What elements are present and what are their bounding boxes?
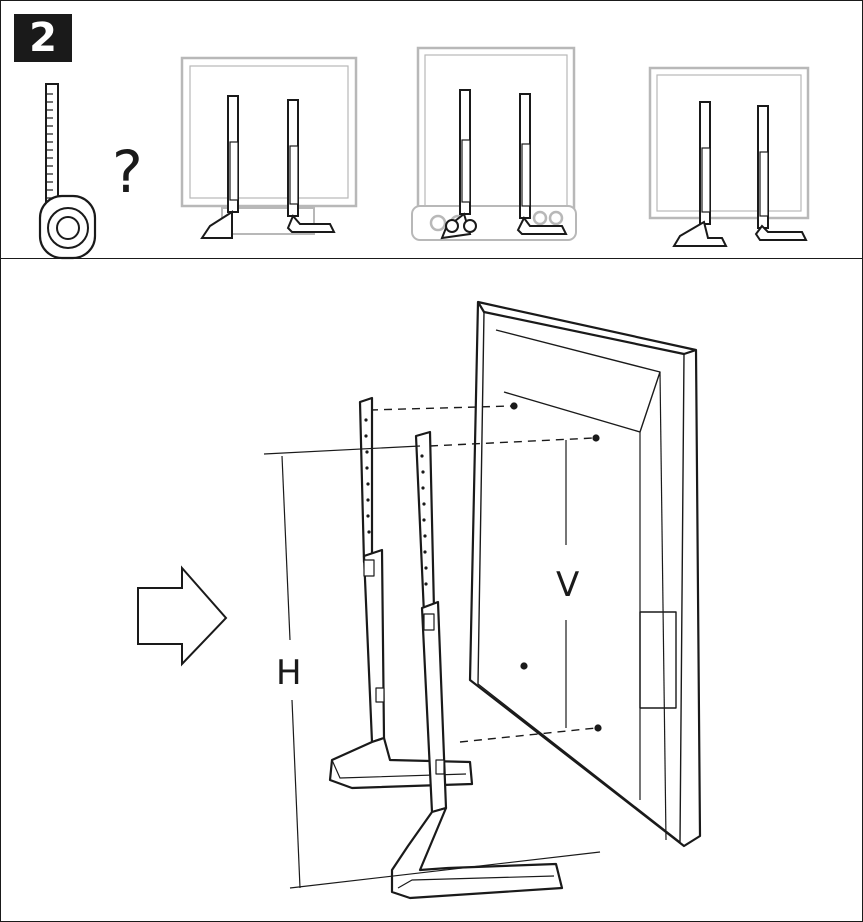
mounting-alignment-lines <box>369 405 597 743</box>
step-number-badge: 2 <box>14 14 72 62</box>
tv-variant-tall-icon <box>648 66 810 247</box>
tv-variant-plain-icon <box>180 56 358 239</box>
tv-rear-panel <box>468 300 702 848</box>
horizontal-dimension-label: H <box>276 653 302 693</box>
question-mark: ? <box>112 138 143 206</box>
vertical-dimension-label: V <box>556 565 579 605</box>
direction-arrow-icon <box>137 565 228 667</box>
stand-leg-front <box>390 430 564 900</box>
tv-variant-soundbar-icon <box>411 46 577 241</box>
section-divider <box>0 258 863 259</box>
horizontal-dimension-bracket <box>263 445 601 889</box>
tape-measure-icon <box>38 83 97 260</box>
stand-leg-rear <box>328 396 474 790</box>
